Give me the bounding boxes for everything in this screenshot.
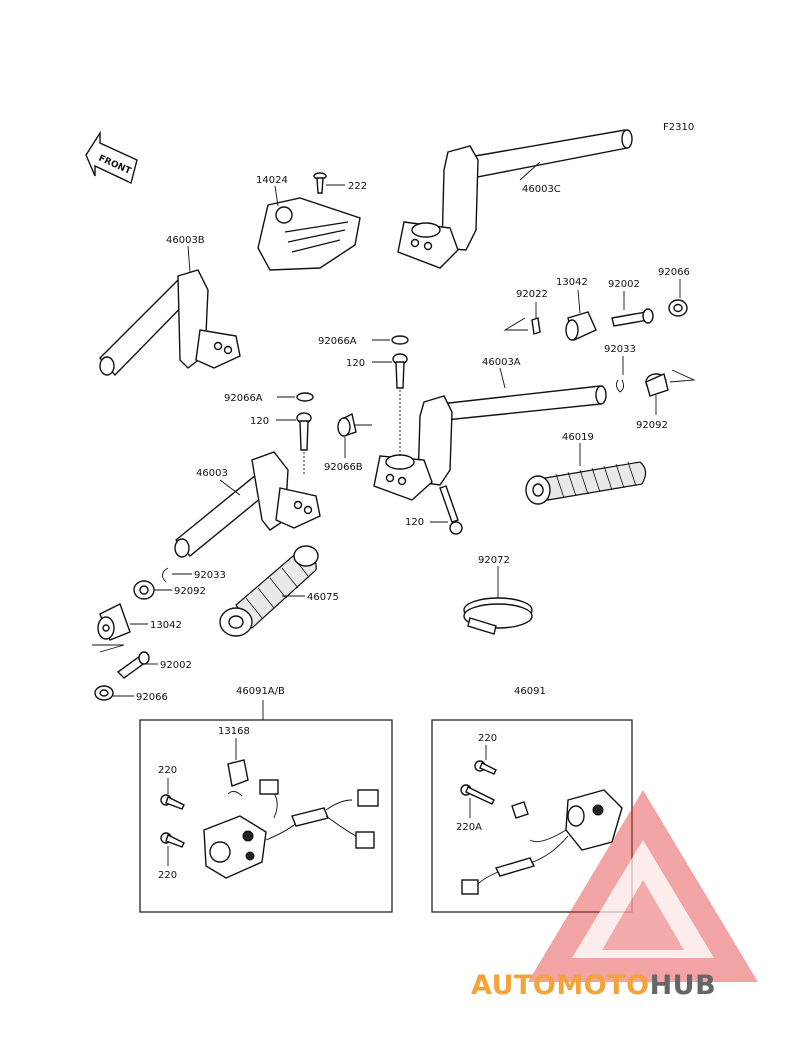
label-46075: 46075 bbox=[307, 592, 339, 603]
clip-13168 bbox=[227, 759, 249, 787]
circlip-92033-right bbox=[615, 379, 625, 393]
label-92066B: 92066B bbox=[324, 462, 363, 473]
weight-92092-right bbox=[645, 373, 669, 397]
switch-box-left bbox=[139, 719, 393, 913]
weight-92092-left bbox=[133, 580, 155, 600]
pin-92022 bbox=[531, 317, 541, 335]
label-13042-left: 13042 bbox=[150, 620, 182, 631]
label-120-center: 120 bbox=[405, 517, 424, 528]
switch-housing-left bbox=[203, 779, 379, 879]
label-220-a: 220 bbox=[158, 765, 177, 776]
screw-220A bbox=[460, 784, 495, 805]
handlebar-46003B bbox=[99, 269, 241, 377]
handlebar-46003 bbox=[174, 451, 321, 558]
watermark-text: AUTOMOTOHUB bbox=[471, 970, 716, 1001]
handlebar-46003C bbox=[397, 129, 633, 269]
bolt-92002-top bbox=[611, 308, 654, 327]
plug-92066B bbox=[337, 412, 357, 437]
label-92022: 92022 bbox=[516, 289, 548, 300]
watermark-part1: AUTOMOTO bbox=[471, 970, 650, 1001]
front-arrow-icon: FRONT bbox=[85, 130, 138, 184]
nut-92066-left bbox=[94, 685, 114, 701]
bolt-120-upper bbox=[392, 353, 408, 389]
handlebar-46003A bbox=[373, 385, 607, 501]
screw-220-c bbox=[474, 760, 497, 775]
label-92066A-lower: 92066A bbox=[224, 393, 263, 404]
label-92092-left: 92092 bbox=[174, 586, 206, 597]
screw-220-b bbox=[160, 832, 185, 848]
label-92066A-upper: 92066A bbox=[318, 336, 357, 347]
cover-14024 bbox=[257, 197, 361, 271]
label-92092-right: 92092 bbox=[636, 420, 668, 431]
figure-code: F2310 bbox=[663, 122, 694, 133]
label-120-left: 120 bbox=[250, 416, 269, 427]
label-46091: 46091 bbox=[514, 686, 546, 697]
label-92066-left: 92066 bbox=[136, 692, 168, 703]
label-92002-top: 92002 bbox=[608, 279, 640, 290]
weight-13042-top bbox=[565, 311, 597, 341]
label-92002-left: 92002 bbox=[160, 660, 192, 671]
label-92066-top: 92066 bbox=[658, 267, 690, 278]
label-92033-right: 92033 bbox=[604, 344, 636, 355]
label-220-b: 220 bbox=[158, 870, 177, 881]
washer-92066A-upper bbox=[391, 335, 409, 345]
label-14024: 14024 bbox=[256, 175, 288, 186]
label-120-upper: 120 bbox=[346, 358, 365, 369]
watermark-part2: HUB bbox=[650, 970, 717, 1001]
screw-222 bbox=[313, 172, 327, 194]
label-46003C: 46003C bbox=[522, 184, 561, 195]
label-46003: 46003 bbox=[196, 468, 228, 479]
bolt-120-center bbox=[439, 485, 463, 535]
label-13042-top: 13042 bbox=[556, 277, 588, 288]
switch-housing-right bbox=[461, 789, 623, 895]
grip-46019 bbox=[525, 461, 647, 505]
label-222: 222 bbox=[348, 181, 367, 192]
grip-46075 bbox=[219, 545, 319, 637]
label-46019: 46019 bbox=[562, 432, 594, 443]
label-92033-left: 92033 bbox=[194, 570, 226, 581]
weight-13042-left bbox=[97, 603, 131, 641]
circlip-92033-left bbox=[162, 567, 169, 583]
label-220-c: 220 bbox=[478, 733, 497, 744]
screw-220-a bbox=[160, 794, 185, 810]
label-46003A: 46003A bbox=[482, 357, 521, 368]
label-92072: 92072 bbox=[478, 555, 510, 566]
nut-92066-top bbox=[668, 299, 688, 317]
bolt-92002-left bbox=[116, 651, 150, 679]
label-13168: 13168 bbox=[218, 726, 250, 737]
band-92072 bbox=[463, 597, 533, 635]
label-46091AB: 46091A/B bbox=[236, 686, 285, 697]
label-46003B: 46003B bbox=[166, 235, 205, 246]
bolt-120-left bbox=[296, 412, 312, 451]
switch-box-right bbox=[431, 719, 633, 913]
label-220A: 220A bbox=[456, 822, 482, 833]
washer-92066A-lower bbox=[296, 392, 314, 402]
watermark-logo bbox=[528, 790, 758, 982]
